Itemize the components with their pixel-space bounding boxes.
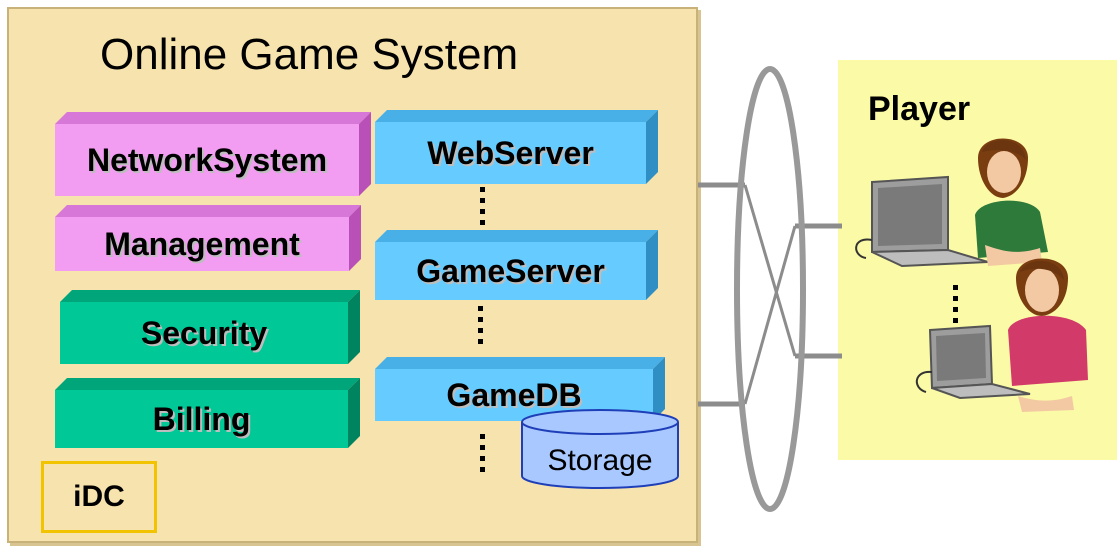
cross-line <box>743 225 797 405</box>
block-label: Billing <box>55 390 348 448</box>
cylinder-icon <box>521 409 679 489</box>
network-ellipse-icon <box>734 66 806 512</box>
block-label: Security <box>60 302 348 364</box>
block-label: GameServer <box>375 242 646 300</box>
laptop-icon <box>855 175 989 268</box>
block-networksystem: NetworkSystem <box>55 112 371 196</box>
block-gameserver: GameServer <box>375 230 658 300</box>
block-webserver: WebServer <box>375 110 658 184</box>
storage-label: Storage <box>547 444 653 477</box>
block-security: Security <box>60 290 360 364</box>
cross-line <box>743 184 797 357</box>
block-label: WebServer <box>375 122 646 184</box>
ellipsis-dots <box>480 434 486 478</box>
block-label: Management <box>55 217 349 271</box>
block-billing: Billing <box>55 378 360 448</box>
player-label: Player <box>868 90 971 128</box>
person-icon <box>1008 258 1088 412</box>
idc-box: iDC <box>41 461 157 533</box>
block-management: Management <box>55 205 361 271</box>
ellipsis-dots <box>953 285 958 323</box>
laptop-icon <box>916 324 1031 400</box>
storage-cylinder: Storage <box>520 408 680 490</box>
ellipsis-dots <box>478 306 484 350</box>
person-icon <box>975 138 1048 266</box>
idc-label: iDC <box>73 480 125 513</box>
ellipsis-dots <box>480 187 486 231</box>
block-label: NetworkSystem <box>55 124 359 196</box>
system-title: Online Game System <box>100 30 519 79</box>
